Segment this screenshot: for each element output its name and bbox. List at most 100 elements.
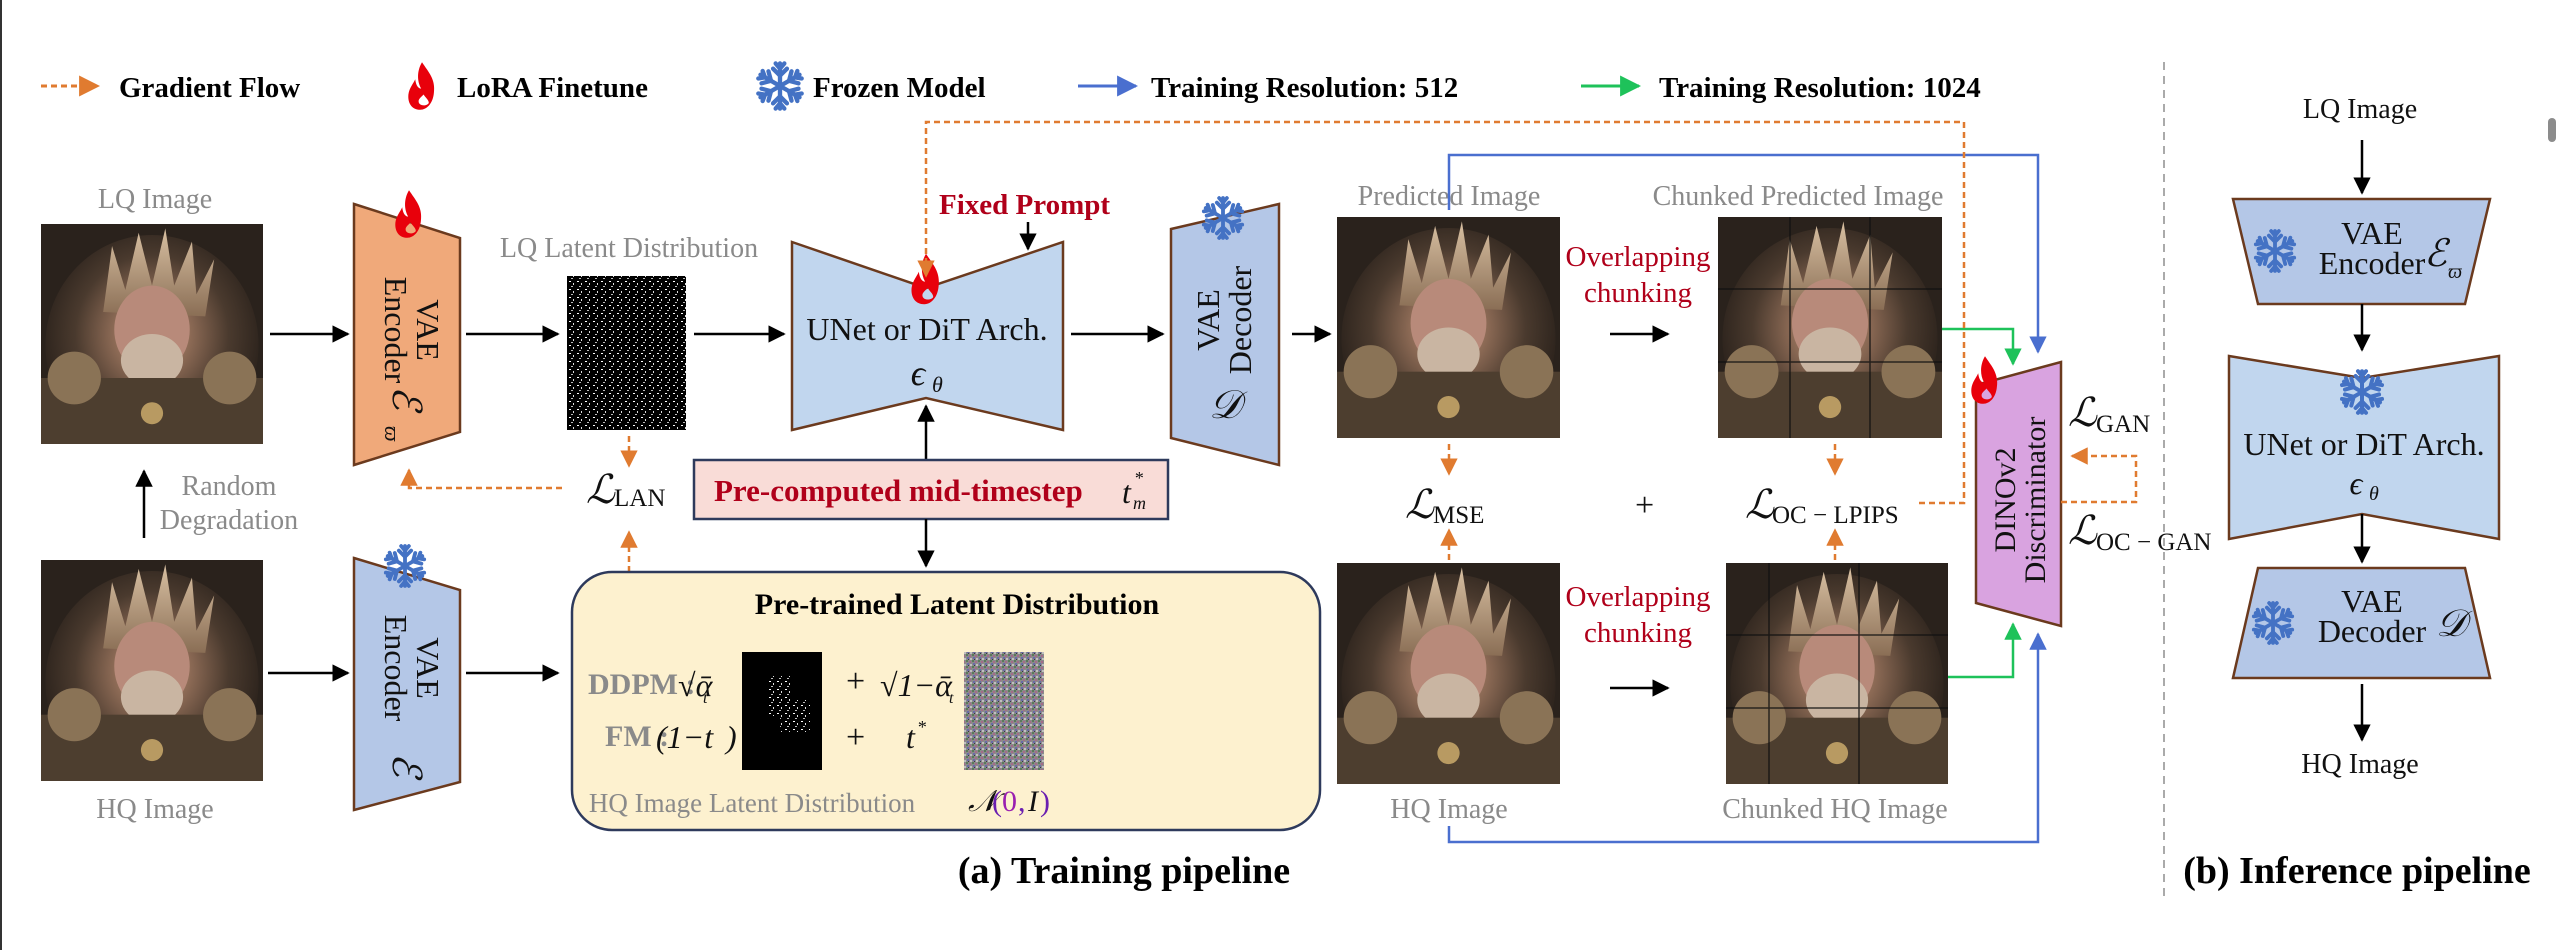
legend-frozen-label: Frozen Model (813, 72, 986, 104)
snowflake-icon (757, 63, 803, 108)
overlapping-chunking-top-line1: Overlapping (1566, 241, 1711, 273)
loss-oc-lpips: ℒ OC − LPIPS (1745, 482, 1899, 529)
inference-encoder-shape (2231, 197, 2492, 306)
noise-close: ) (1040, 785, 1050, 818)
hq-image-2 (1337, 563, 1560, 784)
fixed-prompt-label: Fixed Prompt (939, 189, 1110, 221)
encoder-frozen-symbol: ℰ (384, 753, 429, 781)
loss-lan-subscript: LAN (614, 485, 665, 512)
chunked-predicted-label: Chunked Predicted Image (1653, 181, 1944, 212)
legend-lora-finetune: LoRA Finetune (408, 62, 648, 110)
scrollbar-thumb[interactable] (2548, 118, 2556, 142)
noise-comma: , (1018, 785, 1026, 818)
ddpm-label: DDPM : (588, 668, 695, 701)
loss-mse: ℒ MSE (1405, 482, 1484, 529)
loss-ocgan-symbol: ℒ (2068, 508, 2098, 553)
precomputed-label: Pre-computed mid-timestep (714, 473, 1083, 508)
gradient-lan-to-encoder (400, 468, 562, 490)
unet-training-label: UNet or DiT Arch. (806, 311, 1047, 347)
hq-image (41, 560, 263, 781)
inference-decoder-line2: Decoder (2318, 613, 2427, 649)
fm-plus: + (846, 719, 865, 756)
res1024-top-path (1942, 327, 2022, 366)
chunked-hq-image (1726, 563, 1948, 784)
res512-top-path (1447, 153, 2047, 354)
ddpm-coef1: √ᾱ (678, 667, 714, 703)
fm-coef2: t (906, 719, 916, 755)
predicted-image (1337, 217, 1560, 438)
inference-encoder-sub: ϖ (2448, 261, 2463, 283)
hq-image-2-label: HQ Image (1390, 794, 1507, 825)
inference-unet-sub: θ (2369, 483, 2379, 505)
legend-res1024-label: Training Resolution: 1024 (1659, 72, 1981, 104)
hq-latent-label: HQ Image Latent Distribution (589, 788, 916, 818)
random-degradation-line1: Random (182, 471, 277, 502)
vae-encoder-frozen: VAE Encoder ℰ (352, 546, 462, 812)
inference-unet-label: UNet or DiT Arch. (2243, 426, 2484, 462)
legend-gradient-flow: Gradient Flow (41, 72, 300, 104)
loss-gan: ℒ GAN (2068, 390, 2150, 438)
legend: Gradient Flow LoRA Finetune Frozen Model… (41, 62, 1981, 110)
loss-gan-symbol: ℒ (2068, 390, 2098, 435)
loss-lan: ℒ LAN (586, 467, 665, 512)
latent-box-title: Pre-trained Latent Distribution (755, 588, 1160, 621)
flame-icon (408, 62, 435, 110)
random-degradation-line2: Degradation (160, 505, 298, 536)
inference-lq-label: LQ Image (2303, 94, 2417, 125)
overlapping-chunking-bottom-line1: Overlapping (1566, 581, 1711, 613)
ddpm-plus: + (846, 663, 865, 700)
res512-bottom-path (1447, 632, 2047, 844)
unet-training-symbol: ϵ (911, 353, 927, 393)
precomputed-symbol: t (1122, 474, 1132, 510)
vae-decoder-line1: VAE (1190, 289, 1226, 351)
inference-hq-label: HQ Image (2301, 749, 2418, 780)
inference-pipeline-title: (b) Inference pipeline (2183, 850, 2531, 892)
legend-res-512: Training Resolution: 512 (1078, 72, 1458, 104)
inference-decoder: VAE Decoder 𝒟 (2231, 566, 2492, 680)
legend-frozen-model: Frozen Model (757, 63, 986, 108)
ddpm-coef2: √1−ᾱ (880, 667, 953, 703)
fm-coef1: (1−t (656, 719, 714, 755)
encoder-subscript: ϖ (380, 426, 405, 442)
vae-encoder-lora-line2: Encoder (378, 277, 414, 384)
hq-latent-detail2 (780, 700, 810, 732)
precomputed-sub: m (1133, 493, 1146, 513)
res1024-bottom-path (1948, 622, 2022, 679)
legend-res-1024: Training Resolution: 1024 (1581, 72, 1981, 104)
loss-mse-subscript: MSE (1433, 502, 1484, 529)
inference-encoder-line1: VAE (2341, 215, 2403, 251)
lq-image-label: LQ Image (98, 184, 212, 215)
loss-lpips-subscript: OC − LPIPS (1772, 502, 1899, 529)
loss-ocgan-subscript: OC − GAN (2096, 529, 2212, 556)
loss-lan-symbol: ℒ (586, 467, 616, 512)
discriminator-shape (1974, 360, 2063, 628)
pretrained-latent-box: Pre-trained Latent Distribution DDPM : F… (570, 570, 1322, 832)
lq-latent-label: LQ Latent Distribution (500, 233, 758, 264)
gradient-lpips-to-unet (917, 120, 1966, 505)
precomputed-box-shape (692, 458, 1170, 521)
fm-coef2-sup: * (917, 717, 926, 737)
vae-encoder-lora-shape (352, 202, 462, 467)
ddpm-coef1-sub: t (703, 690, 708, 707)
noise-image (964, 652, 1044, 770)
discriminator-line2: Discriminator (2019, 417, 2052, 584)
chunked-hq-label: Chunked HQ Image (1722, 794, 1948, 825)
overlapping-chunking-bottom-line2: chunking (1584, 617, 1692, 649)
snowflake-icon (385, 546, 426, 586)
hq-image-label: HQ Image (96, 794, 213, 825)
ddpm-coef2-sub: t (949, 690, 954, 707)
inference-encoder-line2: Encoder (2319, 245, 2426, 281)
legend-res512-label: Training Resolution: 512 (1151, 72, 1458, 104)
loss-gan-subscript: GAN (2096, 411, 2150, 438)
vae-encoder-frozen-line1: VAE (410, 637, 446, 699)
training-pipeline-title: (a) Training pipeline (958, 850, 1290, 892)
fm-label: FM : (605, 720, 669, 753)
inference-unet-symbol: ϵ (2350, 465, 2364, 501)
chunked-predicted-image (1718, 217, 1942, 438)
legend-gradient-flow-label: Gradient Flow (119, 72, 300, 104)
loss-mse-symbol: ℒ (1405, 482, 1435, 527)
dinov2-discriminator: DINOv2 Discriminator (1971, 356, 2063, 628)
vae-encoder-lora-line1: VAE (410, 299, 446, 361)
loss-oc-gan: ℒ OC − GAN (2068, 508, 2212, 556)
